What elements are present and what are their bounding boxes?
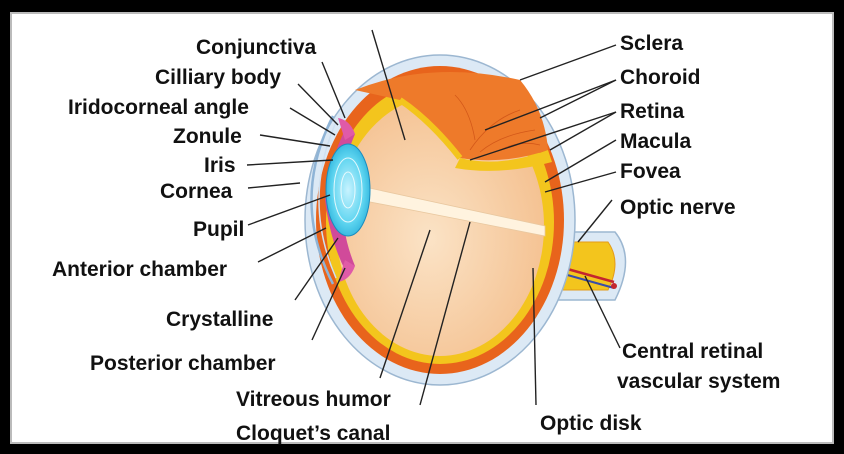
optic-nerve-end [611, 283, 617, 289]
label-vitreous-humor: Vitreous humor [236, 388, 391, 411]
label-posterior-chamber: Posterior chamber [90, 352, 276, 375]
label-anterior-chamber: Anterior chamber [52, 258, 227, 281]
label-cilliary-body: Cilliary body [155, 66, 281, 89]
label-crystalline: Crystalline [166, 308, 273, 331]
label-cloquets-canal: Cloquet’s canal [236, 422, 390, 445]
label-conjunctiva: Conjunctiva [196, 36, 316, 59]
label-macula: Macula [620, 130, 692, 153]
label-cornea: Cornea [160, 180, 233, 203]
label-optic-disk: Optic disk [540, 412, 642, 435]
label-choroid: Choroid [620, 66, 700, 89]
label-optic-nerve: Optic nerve [620, 196, 736, 219]
label-retina: Retina [620, 100, 685, 123]
label-pupil: Pupil [193, 218, 244, 241]
label-fovea: Fovea [620, 160, 681, 183]
label-iris: Iris [204, 154, 236, 177]
label-sclera: Sclera [620, 32, 683, 55]
label-vascular-system: vascular system [617, 370, 780, 393]
label-zonule: Zonule [173, 125, 242, 148]
label-central-retinal: Central retinal [622, 340, 763, 363]
label-iridocorneal-angle: Iridocorneal angle [68, 96, 249, 119]
